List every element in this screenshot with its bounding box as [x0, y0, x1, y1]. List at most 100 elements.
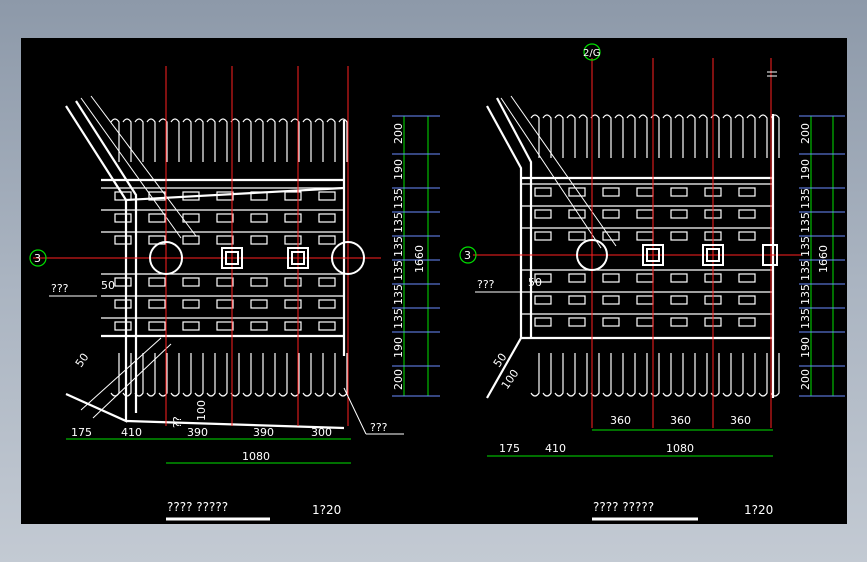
tile-block: [216, 235, 234, 245]
tile-block: [250, 213, 268, 223]
tile-block: [114, 235, 132, 245]
tile-block: [568, 273, 586, 283]
vertical-dimension-label: 135: [799, 188, 812, 209]
tile-block: [148, 213, 166, 223]
right-axis-lines: [473, 58, 801, 428]
eave-tile: [626, 353, 636, 397]
eave-tile: [566, 353, 576, 397]
eave-tile: [278, 353, 288, 397]
vertical-dimension-label: 190: [392, 337, 405, 358]
eave-tile: [110, 118, 120, 162]
eave-tile: [674, 114, 684, 158]
tile-block: [114, 321, 132, 331]
eave-tile: [218, 353, 228, 397]
eave-tile: [158, 118, 168, 162]
eave-tile: [122, 353, 132, 397]
tile-block: [670, 317, 688, 327]
right-hdim-2: 410: [545, 442, 566, 455]
eave-tile: [602, 353, 612, 397]
tile-block: [284, 321, 302, 331]
vertical-dimension-label: 135: [799, 236, 812, 257]
eave-tile: [170, 118, 180, 162]
vertical-dimension-label: 135: [392, 260, 405, 281]
left-hdim-5: 300: [311, 426, 332, 439]
tile-block: [216, 299, 234, 309]
eave-tile: [194, 353, 204, 397]
tile-block: [114, 299, 132, 309]
eave-tile: [194, 118, 204, 162]
eave-tile: [218, 118, 228, 162]
tile-block: [148, 299, 166, 309]
left-note-bottom: ??: [171, 416, 184, 428]
tile-block: [636, 231, 654, 241]
tile-block: [318, 235, 336, 245]
eave-tile: [686, 114, 696, 158]
eave-tile: [326, 118, 336, 162]
left-bottom-eave-tiles: [110, 353, 348, 397]
left-hdim-2: 410: [121, 426, 142, 439]
eave-tile: [530, 353, 540, 397]
tile-block: [602, 209, 620, 219]
left-note-left-val: 50: [101, 279, 115, 292]
tile-block: [182, 191, 200, 201]
tile-block: [148, 277, 166, 287]
left-hdim-4: 390: [253, 426, 274, 439]
tile-block: [216, 321, 234, 331]
eave-tile: [734, 353, 744, 397]
eave-tile: [638, 353, 648, 397]
eave-tile: [290, 353, 300, 397]
eave-tile: [530, 114, 540, 158]
tile-block: [602, 273, 620, 283]
eave-tile: [170, 353, 180, 397]
tile-block: [182, 235, 200, 245]
tile-block: [568, 231, 586, 241]
eave-tile: [710, 114, 720, 158]
left-note-right: ???: [370, 421, 388, 434]
tile-block: [114, 191, 132, 201]
right-hdim-upper-3: 360: [730, 414, 751, 427]
eave-tile: [638, 114, 648, 158]
eave-tile: [746, 353, 756, 397]
tile-block: [636, 187, 654, 197]
tile-block: [318, 191, 336, 201]
eave-tile: [206, 118, 216, 162]
vertical-dimension-label: 190: [392, 159, 405, 180]
right-top-axis-bubble: [583, 43, 601, 61]
eave-tile: [566, 114, 576, 158]
tile-block: [568, 317, 586, 327]
tile-block: [250, 277, 268, 287]
tile-block: [670, 231, 688, 241]
left-note-left: ???: [51, 282, 69, 295]
eave-tile: [626, 114, 636, 158]
tile-block: [534, 187, 552, 197]
left-axis-bubble: [29, 249, 47, 267]
vertical-dimension-label: 200: [392, 123, 405, 144]
tile-block: [534, 273, 552, 283]
tile-block: [568, 295, 586, 305]
tile-block: [250, 321, 268, 331]
left-note-corner: 50: [73, 351, 92, 370]
eave-tile: [182, 353, 192, 397]
eave-tile: [674, 353, 684, 397]
tile-block: [182, 321, 200, 331]
eave-tile: [554, 114, 564, 158]
tile-block: [148, 321, 166, 331]
vertical-dimension-label: 135: [392, 212, 405, 233]
tile-block: [738, 231, 756, 241]
tile-block: [216, 191, 234, 201]
left-title: ???? ?????: [167, 500, 228, 514]
eave-tile: [290, 118, 300, 162]
eave-tile: [182, 118, 192, 162]
eave-tile: [614, 353, 624, 397]
tile-block: [738, 317, 756, 327]
left-hdim-1: 175: [71, 426, 92, 439]
tile-block: [738, 273, 756, 283]
tile-block: [602, 317, 620, 327]
eave-tile: [254, 353, 264, 397]
right-note-corner: 50: [491, 351, 510, 370]
